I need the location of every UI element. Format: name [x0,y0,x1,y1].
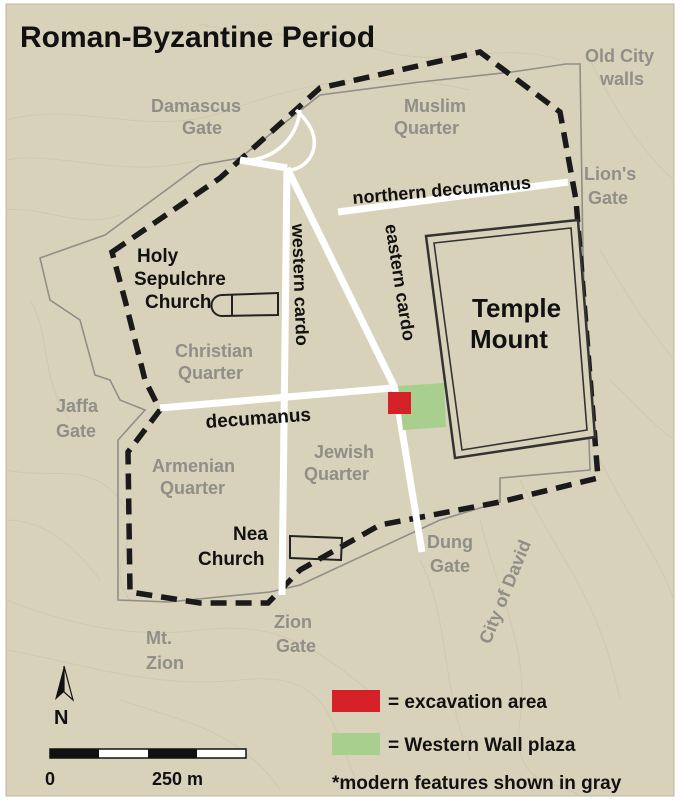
legend-plaza-label: = Western Wall plaza [388,735,576,756]
legend-plaza-swatch [332,733,380,755]
roman-byzantine-wall [108,49,601,606]
north-label: N [54,707,68,729]
nea-church-building [289,534,344,562]
legend-excavation-label: = excavation area [388,692,547,713]
decumanus-road [159,384,393,412]
legend-excavation-swatch [332,690,380,712]
temple-mount-outer [424,218,597,460]
scale-start-label: 0 [45,769,55,789]
eastern-cardo-road [283,166,399,390]
scale-end-label: 250 m [152,769,203,789]
roman-streets [159,156,569,596]
old-city-walls [39,63,591,603]
excavation-area [388,392,411,414]
western-cardo-road [278,167,291,596]
western-cardo-label: western cardo [288,222,312,346]
legend-note: *modern features shown in gray [332,773,622,794]
temple-mount-inner [433,227,588,451]
holy-sepulchre-building [210,291,279,318]
northern-decumanus-road [337,178,569,216]
mt-zion-label: Mt.Zion [146,628,184,673]
topographic-contours [5,23,675,797]
map-title: Roman-Byzantine Period [20,21,375,54]
legend: = excavation area = Western Wall plaza *… [332,690,622,794]
north-arrow: N [54,665,75,729]
scale-bar: 0 250 m [45,748,247,789]
